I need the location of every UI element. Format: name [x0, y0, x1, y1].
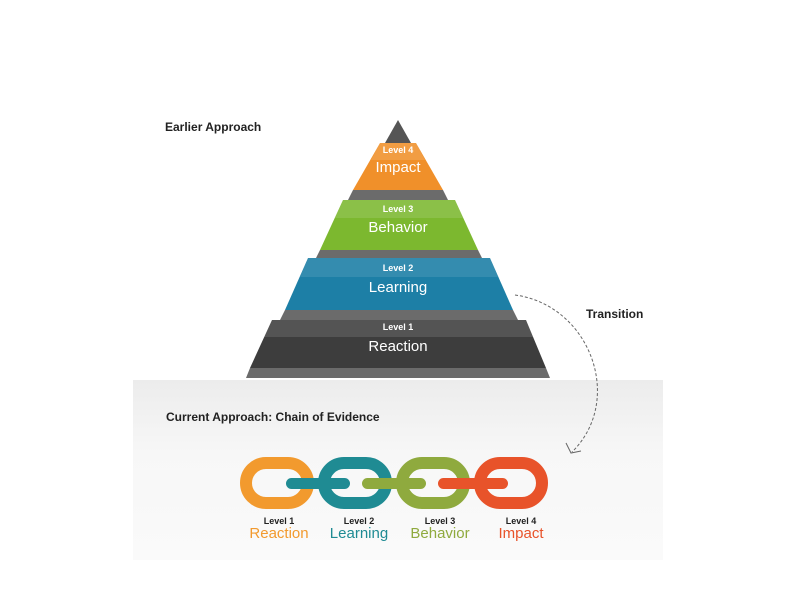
- tier-name: Behavior: [368, 219, 428, 236]
- transition-arrow: [514, 294, 598, 453]
- chain-label-impact: Level 4 Impact: [481, 516, 561, 542]
- chain-name: Behavior: [410, 525, 470, 542]
- chain-name: Impact: [498, 525, 544, 542]
- chain-connector: [286, 478, 350, 489]
- pyramid-tier-impact: [353, 143, 443, 190]
- level-label: Level 1: [263, 516, 295, 526]
- pyramid-tier-learning: [285, 258, 513, 310]
- chain-connector: [362, 478, 426, 489]
- level-label: Level 3: [382, 204, 414, 214]
- chain-label-reaction: Level 1 Reaction: [239, 516, 319, 542]
- pyramid-label-impact: Level 4 Impact: [358, 145, 438, 176]
- pyramid-tip: [385, 120, 411, 143]
- pyramid-label-behavior: Level 3 Behavior: [358, 204, 438, 236]
- pyramid-tier-behavior: [320, 200, 478, 250]
- pyramid-label-learning: Level 2 Learning: [358, 263, 438, 296]
- current-approach-panel: [133, 380, 663, 560]
- chain-name: Reaction: [249, 525, 309, 542]
- pyramid-tier-reaction: [250, 320, 546, 368]
- pyramid-label-reaction: Level 1 Reaction: [358, 322, 438, 355]
- current-approach-heading: Current Approach: Chain of Evidence: [166, 410, 380, 424]
- pyramid-separator: [348, 190, 448, 200]
- chain-label-behavior: Level 3 Behavior: [400, 516, 480, 542]
- pyramid-separator: [280, 310, 518, 320]
- level-label: Level 4: [505, 516, 537, 526]
- tier-name: Learning: [368, 279, 428, 296]
- level-label: Level 3: [424, 516, 456, 526]
- chain-label-learning: Level 2 Learning: [319, 516, 399, 542]
- level-label: Level 4: [382, 145, 414, 155]
- tier-band: [335, 200, 463, 218]
- transition-label: Transition: [586, 307, 644, 321]
- level-label: Level 2: [382, 263, 414, 273]
- earlier-approach-heading: Earlier Approach: [165, 120, 262, 134]
- pyramid-base: [246, 368, 550, 378]
- arrowhead-icon: [565, 442, 582, 454]
- tier-band: [371, 143, 425, 160]
- level-label: Level 2: [343, 516, 375, 526]
- level-label: Level 1: [382, 322, 414, 332]
- pyramid-separator: [316, 250, 482, 258]
- chain-connector: [438, 478, 508, 489]
- tier-band: [264, 320, 534, 337]
- tier-name: Reaction: [368, 338, 428, 355]
- tier-band: [300, 258, 498, 277]
- chain-name: Learning: [329, 525, 389, 542]
- tier-name: Impact: [375, 159, 421, 176]
